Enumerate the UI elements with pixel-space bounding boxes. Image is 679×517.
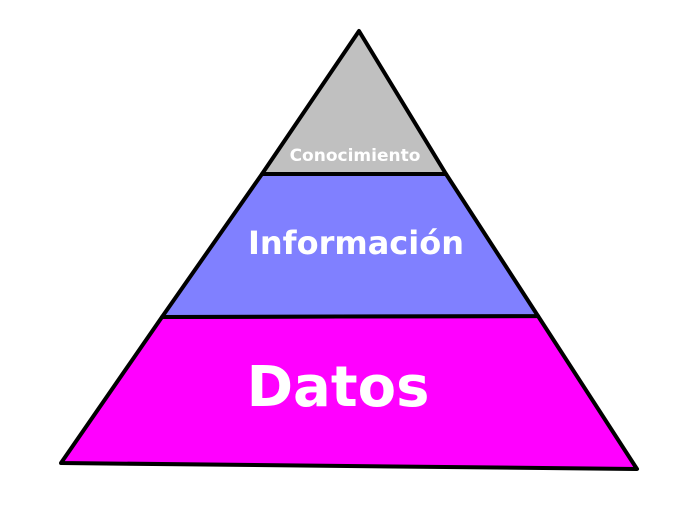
tier-conocimiento (260, 29, 448, 176)
tier-label-conocimiento: Conocimiento (290, 146, 421, 166)
tier-label-informacion: Información (248, 224, 464, 262)
tier-label-datos: Datos (247, 355, 430, 420)
